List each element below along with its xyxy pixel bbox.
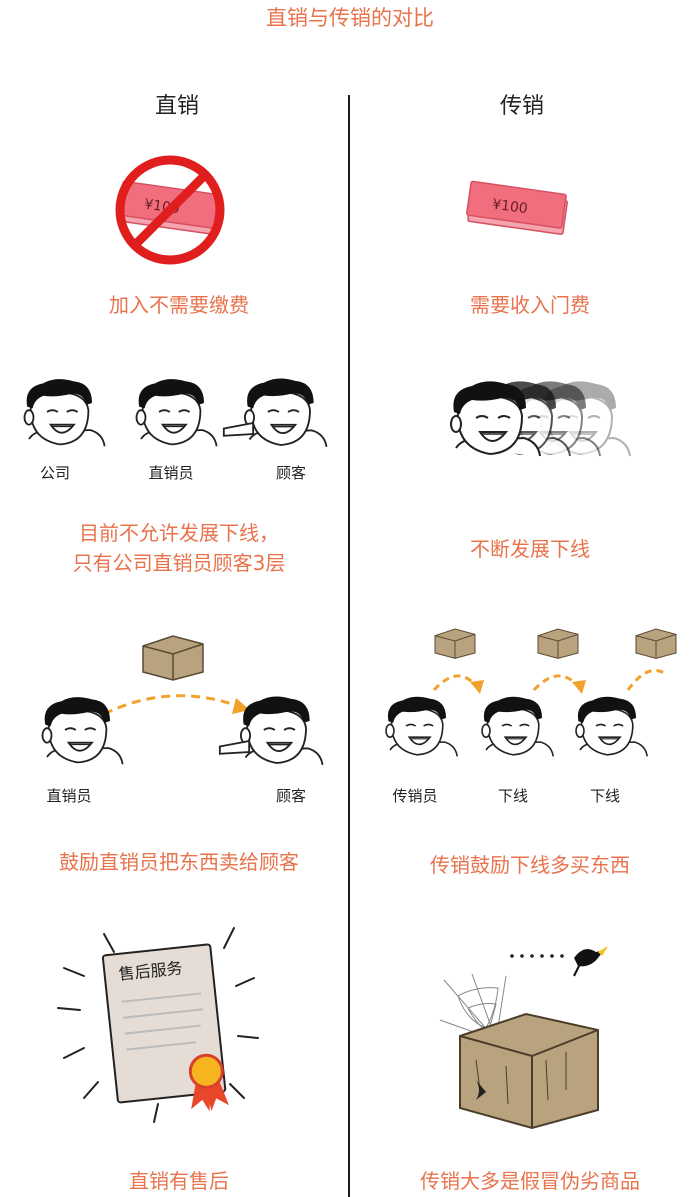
left-heading: 直销 (154, 94, 199, 119)
left-caption-2-line2: 只有公司直销员顾客3层 (72, 551, 286, 575)
label-downline-1: 下线 (497, 787, 528, 805)
right-box-2-icon (537, 628, 579, 659)
right-arrows-icon (432, 669, 667, 694)
left-salesperson-icon (41, 696, 124, 766)
right-caption-3: 传销鼓励下线多买东西 (430, 853, 630, 877)
right-caption-4: 传销大多是假冒伪劣商品 (420, 1169, 640, 1193)
fake-goods-icon (439, 946, 608, 1130)
left-caption-2-line1: 目前不允许发展下线， (79, 521, 279, 545)
label-flow-salesperson: 直销员 (46, 787, 92, 805)
right-money-text: ¥100 (491, 196, 529, 217)
left-box-icon (142, 635, 204, 681)
right-downline-2-icon (575, 695, 649, 758)
right-mlm-person-icon (385, 695, 459, 758)
left-caption-4: 直销有售后 (129, 1169, 229, 1193)
label-downline-2: 下线 (589, 787, 620, 805)
label-mlm-person: 传销员 (392, 787, 438, 805)
salesperson-icon (135, 378, 218, 448)
right-downline-1-icon (481, 695, 555, 758)
right-caption-1: 需要收入门费 (470, 293, 590, 317)
label-customer: 顾客 (275, 464, 306, 482)
company-person-icon (23, 378, 106, 448)
label-salesperson: 直销员 (148, 464, 194, 482)
label-company: 公司 (39, 464, 70, 482)
right-box-1-icon (434, 628, 476, 659)
certificate-icon: 售后服务 (57, 927, 259, 1123)
right-box-3-icon (635, 628, 677, 659)
label-flow-customer: 顾客 (275, 787, 306, 805)
customer-icon (222, 377, 328, 448)
money-icon: ¥100 (466, 180, 568, 235)
column-divider (348, 95, 350, 1197)
left-caption-3: 鼓励直销员把东西卖给顾客 (59, 850, 299, 874)
page-title: 直销与传销的对比 (266, 6, 434, 30)
left-customer-icon (218, 695, 324, 766)
chain-people-icon (450, 380, 631, 457)
right-caption-2: 不断发展下线 (470, 537, 590, 561)
left-caption-1: 加入不需要缴费 (109, 293, 249, 317)
right-heading: 传销 (499, 94, 544, 119)
ban-money-icon: ¥100 (115, 155, 225, 265)
